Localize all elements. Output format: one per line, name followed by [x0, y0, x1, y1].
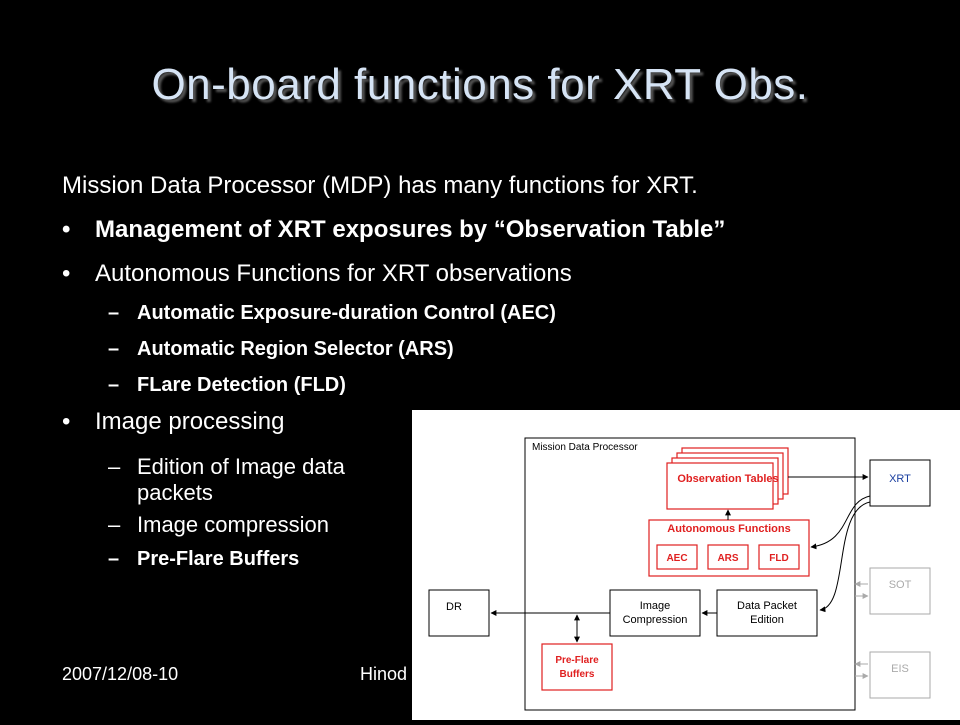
bullet-marker: •: [62, 216, 71, 243]
sub-item-compression: Image compression: [137, 512, 329, 537]
footer-partial-text: Hinod: [360, 664, 408, 684]
eis-box: [869, 651, 931, 699]
ars-box: [707, 544, 749, 570]
arrow-xrt-to-af: [810, 495, 871, 550]
sot-label: SOT: [889, 579, 912, 591]
footer-date: 2007/12/08-10: [62, 664, 179, 684]
image-compression-box: [609, 589, 701, 637]
autonomous-functions-label: Autonomous Functions: [667, 523, 790, 535]
sub-item-edition: Edition of Image data packets: [137, 454, 345, 505]
pre-flare-label-2: Buffers: [559, 669, 594, 680]
dash-marker: –: [108, 548, 120, 570]
data-packet-label-1: Data Packet: [737, 600, 797, 612]
dash-marker: –: [108, 512, 121, 537]
observation-tables-stack: Observation Tables: [666, 447, 789, 510]
dr-box: [428, 589, 490, 637]
bullet-marker: •: [62, 260, 71, 287]
slide-title: On-board functions for XRT Obs.: [151, 60, 809, 109]
fld-label: FLD: [769, 553, 788, 564]
sub-item-aec: Automatic Exposure-duration Control (AEC…: [137, 302, 556, 324]
dash-marker: –: [108, 302, 120, 324]
eis-label: EIS: [891, 663, 909, 675]
arrow-xrt-to-packet: [819, 501, 871, 613]
bullet-observation-table: Management of XRT exposures by “Observat…: [95, 216, 726, 243]
observation-tables-label: Observation Tables: [677, 473, 778, 485]
mdp-diagram: Mission Data Processor Observation Table…: [412, 410, 960, 720]
pre-flare-label-1: Pre-Flare: [555, 655, 599, 666]
bullet-image-processing: Image processing: [95, 408, 285, 435]
aec-label: AEC: [666, 553, 687, 564]
aec-box: [656, 544, 698, 570]
observation-tables-text: Observation Tables: [677, 473, 778, 485]
sub-item-ars: Automatic Region Selector (ARS): [137, 338, 454, 360]
dash-marker: –: [108, 374, 120, 396]
image-compression-label-1: Image: [640, 600, 671, 612]
xrt-label: XRT: [889, 473, 911, 485]
xrt-box: [869, 459, 931, 507]
data-packet-edition-box: [716, 589, 818, 637]
ars-label: ARS: [717, 553, 738, 564]
sub-item-fld: FLare Detection (FLD): [137, 374, 346, 396]
image-compression-label-2: Compression: [623, 614, 688, 626]
bullet-autonomous-functions: Autonomous Functions for XRT observation…: [95, 260, 572, 287]
fld-box: [758, 544, 800, 570]
intro-text: Mission Data Processor (MDP) has many fu…: [62, 172, 698, 199]
dash-marker: –: [108, 454, 121, 479]
mdp-label: Mission Data Processor: [532, 442, 638, 453]
dr-label: DR: [446, 601, 462, 613]
sub-item-pre-flare: Pre-Flare Buffers: [137, 548, 300, 570]
pre-flare-buffers-box: [541, 643, 613, 691]
bullet-marker: •: [62, 408, 71, 435]
data-packet-label-2: Edition: [750, 614, 784, 626]
dash-marker: –: [108, 338, 120, 360]
sot-box: [869, 567, 931, 615]
